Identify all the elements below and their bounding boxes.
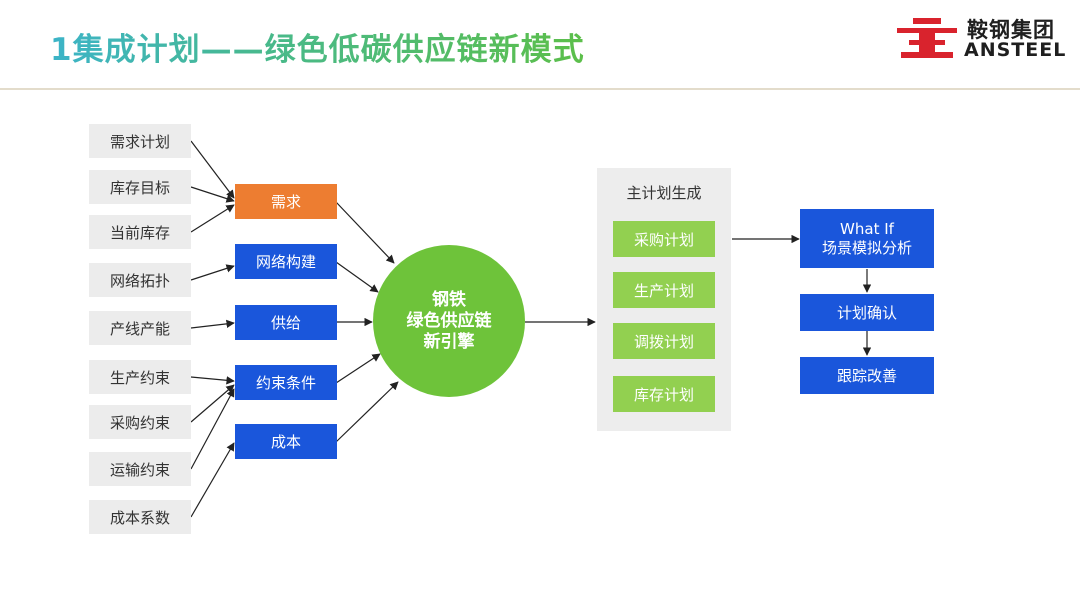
- plan-confirm-box: 计划确认: [800, 294, 934, 331]
- whatif-scenario-box: What If 场景模拟分析: [800, 209, 934, 268]
- engine-line-2: 绿色供应链: [406, 310, 492, 331]
- input-cost-coefficient: 成本系数: [89, 500, 191, 534]
- input-current-inventory: 当前库存: [89, 215, 191, 249]
- logo-text-en: ANSTEEL: [964, 39, 1067, 61]
- input-demand-plan: 需求计划: [89, 124, 191, 158]
- plan-allocation: 调拨计划: [613, 323, 715, 359]
- factor-supply: 供给: [235, 305, 337, 340]
- plan-production: 生产计划: [613, 272, 715, 308]
- input-procurement-constraint: 采购约束: [89, 405, 191, 439]
- input-inventory-target: 库存目标: [89, 170, 191, 204]
- plan-procurement: 采购计划: [613, 221, 715, 257]
- engine-line-3: 新引擎: [423, 331, 475, 352]
- header-divider: [0, 88, 1080, 90]
- factor-constraints: 约束条件: [235, 365, 337, 400]
- engine-circle: 钢铁 绿色供应链 新引擎: [373, 245, 525, 397]
- logo-text-cn: 鞍钢集团: [967, 18, 1055, 42]
- input-line-capacity: 产线产能: [89, 311, 191, 345]
- factor-cost: 成本: [235, 424, 337, 459]
- plan-inventory: 库存计划: [613, 376, 715, 412]
- engine-line-1: 钢铁: [432, 289, 466, 310]
- ansteel-logo-icon: [897, 18, 957, 58]
- page-title: 1集成计划——绿色低碳供应链新模式: [50, 24, 585, 69]
- input-production-constraint: 生产约束: [89, 360, 191, 394]
- whatif-line-2: 场景模拟分析: [821, 238, 912, 257]
- input-network-topology: 网络拓扑: [89, 263, 191, 297]
- master-plan-title: 主计划生成: [626, 184, 702, 202]
- ansteel-logo: 鞍钢集团 ANSTEEL: [895, 14, 1070, 64]
- track-improve-box: 跟踪改善: [800, 357, 934, 394]
- input-transport-constraint: 运输约束: [89, 452, 191, 486]
- factor-demand: 需求: [235, 184, 337, 219]
- factor-network-build: 网络构建: [235, 244, 337, 279]
- whatif-line-1: What If: [840, 219, 894, 238]
